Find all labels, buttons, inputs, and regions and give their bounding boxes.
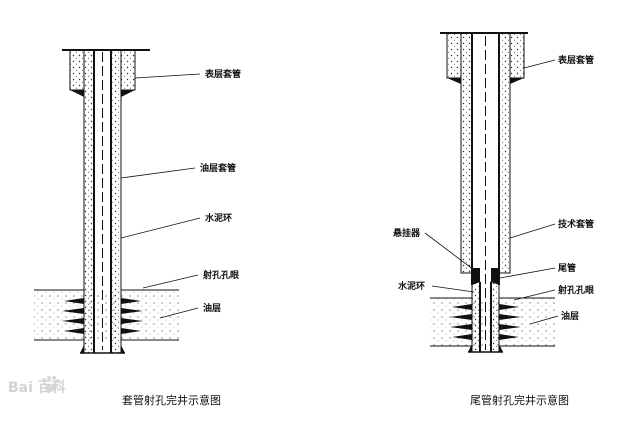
left-label-surface-casing: 表层套管 — [204, 68, 241, 80]
right-label-liner: 尾管 — [557, 262, 576, 274]
right-surface-cement-right — [509, 32, 525, 79]
right-perforations — [450, 304, 521, 340]
right-label-oil-layer: 油层 — [561, 310, 579, 322]
right-label-cement-ring: 水泥环 — [398, 280, 425, 292]
baidu-watermark: Bai 百科 — [8, 376, 66, 396]
right-label-tech-casing: 技术套管 — [558, 218, 594, 230]
left-surface-cement-right — [120, 49, 136, 91]
left-wellbore-diagram: 表层套管 油层套管 水泥环 射孔孔眼 油层 套管射孔完井示意图 — [34, 49, 241, 407]
left-label-perforation: 射孔孔眼 — [202, 269, 239, 281]
right-label-perforation: 射孔孔眼 — [557, 284, 594, 296]
right-label-hanger: 悬挂器 — [392, 227, 421, 239]
watermark-text: Bai 百科 — [8, 379, 66, 396]
right-label-surface-casing: 表层套管 — [557, 54, 594, 66]
left-label-oil-layer: 油层 — [203, 302, 221, 314]
paw-icon — [42, 376, 60, 392]
right-tech-cement-right — [498, 32, 511, 274]
right-wellbore-diagram: 表层套管 技术套管 悬挂器 尾管 水泥环 射孔孔眼 油层 尾管射孔完井示意图 — [392, 32, 594, 407]
left-surface-cement-left — [69, 49, 85, 91]
left-label-cement-ring: 水泥环 — [205, 212, 232, 224]
right-tech-cement-left — [460, 32, 473, 274]
left-label-oil-casing: 油层套管 — [200, 162, 236, 174]
right-surface-cement-left — [446, 32, 462, 79]
right-oil-layer — [430, 298, 555, 346]
left-caption: 套管射孔完井示意图 — [122, 393, 221, 407]
left-perforations — [62, 298, 143, 334]
left-oil-layer — [34, 290, 179, 340]
right-hanger — [472, 268, 480, 285]
right-caption: 尾管射孔完井示意图 — [470, 393, 569, 407]
